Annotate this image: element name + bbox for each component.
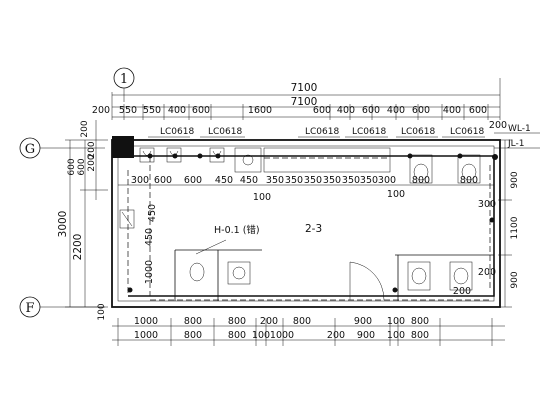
pipe-labels: WL-1 JL-1 — [494, 124, 540, 149]
dim-inner-200-a: 200 — [478, 267, 496, 278]
dim-inner-4: 450 — [215, 175, 233, 186]
dim-top-seg-8: 400 — [337, 105, 355, 116]
dim-inner-6: 350 — [266, 175, 284, 186]
dim-top-seg-9: 600 — [362, 105, 380, 116]
dim-left-top-a: 600 — [67, 158, 77, 175]
dim-bottom-r2-1: 1000 — [134, 330, 158, 341]
dim-bottom-r2-2: 800 — [184, 330, 202, 341]
dim-inner-14: 800 — [460, 175, 478, 186]
dim-bottom-r1-6: 900 — [354, 316, 372, 327]
window-tag-4: LC0618 — [352, 127, 386, 137]
dim-inner-450-a: 450 — [147, 204, 158, 222]
dim-inner-200-b: 200 — [453, 286, 471, 297]
pipe-label-jl: JL-1 — [507, 139, 524, 149]
dim-top-seg-11: 600 — [412, 105, 430, 116]
dim-bottom-r1-3: 800 — [228, 316, 246, 327]
dim-top-seg-2: 550 — [119, 105, 137, 116]
dim-bottom-r1-5: 800 — [293, 316, 311, 327]
dim-inner-13: 800 — [412, 175, 430, 186]
dim-inner-100-b: 100 — [387, 189, 405, 200]
structural-column — [112, 136, 134, 158]
dim-bottom-r2-3: 800 — [228, 330, 246, 341]
dim-top-seg-10: 400 — [387, 105, 405, 116]
dim-inner-300: 300 — [478, 199, 496, 210]
axis-bubble-g-label: G — [25, 142, 35, 157]
window-tags: LC0618 LC0618 LC0618 LC0618 LC0618 LC061… — [160, 127, 484, 137]
dim-left-outer: 3000 — [57, 211, 69, 238]
pipe-label-wl: WL-1 — [508, 124, 531, 134]
dim-bottom-r1-4: 200 — [260, 316, 278, 327]
dim-inner-9: 350 — [323, 175, 341, 186]
dim-inner-11: 350 — [360, 175, 378, 186]
dim-right-1: 900 — [510, 171, 520, 188]
dim-inner-1000: 1000 — [144, 260, 155, 284]
dim-inner-10: 350 — [342, 175, 360, 186]
dim-inner-1: 300 — [131, 175, 149, 186]
dim-left-top-b: 600 — [77, 158, 87, 175]
axis-bubble-f-label: F — [25, 301, 34, 316]
dim-bottom-r1-8: 800 — [411, 316, 429, 327]
dim-inner-5: 450 — [240, 175, 258, 186]
dim-inner-100-a: 100 — [253, 192, 271, 203]
dim-top-seg-4: 400 — [168, 105, 186, 116]
room-elevation-label: H-0.1 (错) — [214, 224, 260, 236]
dim-top-seg-6: 1600 — [248, 105, 272, 116]
dim-bottom-r2-7: 900 — [357, 330, 375, 341]
bottom-dimensions: 1000 800 800 200 800 900 100 800 1000 80… — [112, 316, 505, 346]
dim-overall-a: 7100 — [291, 82, 318, 94]
dim-bottom-r1-1: 1000 — [134, 316, 158, 327]
door-swing — [349, 261, 385, 301]
dim-inner-8: 350 — [304, 175, 322, 186]
window-tag-2: LC0618 — [208, 127, 242, 137]
dim-inner-7: 350 — [285, 175, 303, 186]
dim-left-small-3: 200 — [87, 154, 97, 171]
dim-bottom-r1-7: 100 — [387, 316, 405, 327]
dim-top-seg-7: 600 — [313, 105, 331, 116]
dim-left-small-2: 200 — [87, 141, 97, 158]
right-dimensions: 900 1100 900 — [498, 139, 520, 308]
top-dimensions: 7100 7100 200 550 550 400 600 — [92, 78, 507, 131]
dim-top-right-small: 200 — [489, 120, 507, 131]
dim-inner-2: 600 — [154, 175, 172, 186]
building-walls — [111, 136, 501, 308]
dim-bottom-r2-5: 1000 — [270, 330, 294, 341]
dim-overall-b: 7100 — [291, 96, 318, 108]
dim-inner-450-b: 450 — [144, 228, 155, 246]
dim-left-small-1: 200 — [80, 120, 90, 137]
dim-right-3: 900 — [510, 271, 520, 288]
interior-partitions — [119, 209, 494, 301]
room-name-label: 2-3 — [305, 223, 322, 235]
dim-bottom-r2-6: 200 — [327, 330, 345, 341]
window-tag-6: LC0618 — [450, 127, 484, 137]
dim-top-seg-1: 200 — [92, 105, 110, 116]
dim-right-2: 1100 — [510, 216, 520, 239]
dim-top-seg-3: 550 — [143, 105, 161, 116]
dim-top-seg-13: 600 — [469, 105, 487, 116]
axis-bubble-1-label: 1 — [120, 72, 128, 87]
dim-bottom-r2-9: 800 — [411, 330, 429, 341]
window-tag-3: LC0618 — [305, 127, 339, 137]
piping-network — [127, 153, 498, 301]
window-tag-1: LC0618 — [160, 127, 194, 137]
dim-bottom-r2-8: 100 — [387, 330, 405, 341]
left-dimensions: 3000 2200 600 600 200 200 200 100 — [57, 120, 108, 321]
dim-left-middle: 2200 — [72, 234, 84, 261]
dim-bottom-r1-2: 800 — [184, 316, 202, 327]
window-tag-5: LC0618 — [401, 127, 435, 137]
axis-bubble-g: G — [19, 137, 105, 159]
dim-top-seg-12: 400 — [443, 105, 461, 116]
inner-dimensions: 300 600 600 450 450 350 350 350 350 350 … — [118, 175, 496, 297]
dim-left-bottom: 100 — [97, 303, 107, 320]
dim-top-seg-5: 600 — [192, 105, 210, 116]
dim-bottom-r2-4: 100 — [252, 330, 270, 341]
axis-bubble-1: 1 — [113, 67, 135, 102]
dim-inner-3: 600 — [184, 175, 202, 186]
dim-inner-12: 300 — [378, 175, 396, 186]
